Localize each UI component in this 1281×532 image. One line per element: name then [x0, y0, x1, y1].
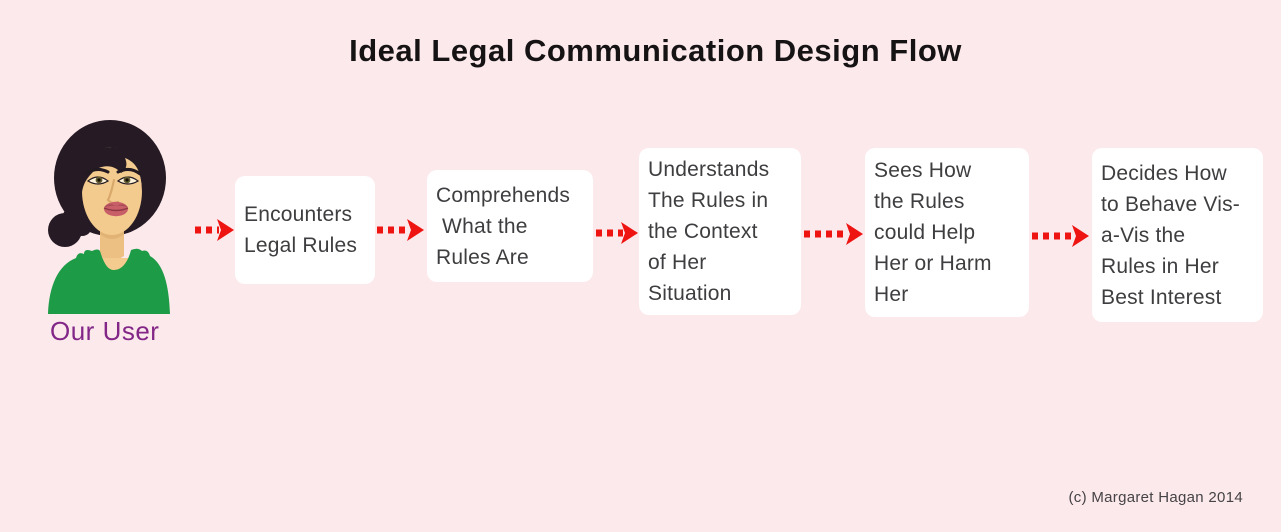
user-label: Our User [50, 316, 160, 346]
flow-step-comprehends: Comprehends What the Rules Are [427, 170, 593, 282]
flow-step-sees: Sees How the Rules could Help Her or Har… [865, 148, 1029, 317]
flow-step-decides: Decides How to Behave Vis- a-Vis the Rul… [1092, 148, 1263, 322]
face [81, 146, 143, 235]
arrow-right-icon [194, 217, 234, 243]
flow-step-understands: Understands The Rules in the Context of … [639, 148, 801, 315]
arrow-right-icon [1031, 223, 1089, 249]
flow-step-label: Sees How the Rules could Help Her or Har… [874, 159, 992, 306]
flow-step-label: Encounters Legal Rules [244, 203, 358, 257]
shirt [48, 248, 170, 314]
flow-step-encounters: Encounters Legal Rules [235, 176, 375, 284]
lips [103, 201, 129, 217]
arrow-right-icon [803, 221, 863, 247]
arrow-right-icon [376, 217, 424, 243]
woman-avatar [48, 120, 170, 314]
page-title: Ideal Legal Communication Design Flow [349, 33, 962, 68]
flow-step-label: Decides How to Behave Vis- a-Vis the Rul… [1101, 161, 1240, 309]
eyes [86, 176, 140, 185]
arrow-right-icon [595, 220, 638, 246]
copyright-text: (c) Margaret Hagan 2014 [1068, 489, 1243, 506]
flow-step-label: Comprehends What the Rules Are [436, 183, 571, 269]
flow-step-label: Understands The Rules in the Context of … [648, 158, 770, 305]
